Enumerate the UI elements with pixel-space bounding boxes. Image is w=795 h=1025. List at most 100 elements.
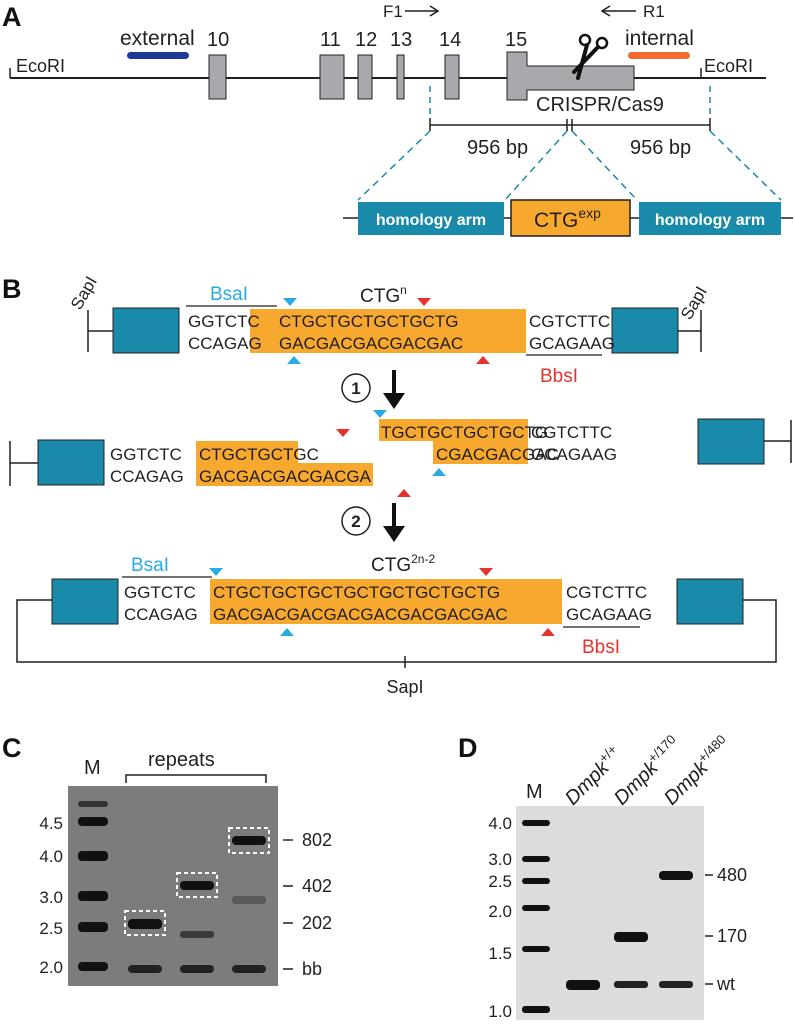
homology-arm-right	[639, 202, 781, 235]
repeats-bracket	[125, 774, 267, 783]
sapi-left-label: SapI	[67, 273, 101, 313]
cut-site-red-mid-1	[336, 429, 350, 437]
cut-site-red-top-2	[476, 356, 490, 364]
gel-d-band-wt	[566, 980, 600, 990]
gel-d-band-480	[659, 871, 693, 880]
primer-r1-arrow	[600, 5, 636, 17]
ctg-n-label: CTGn	[360, 283, 407, 307]
gel-c-ladder-band	[78, 801, 108, 807]
gel-c-ladder-3-0: 3.0	[39, 888, 63, 907]
bp-right-label: 956 bp	[630, 137, 691, 159]
construct-top	[87, 307, 702, 354]
cut-site-cyan-bottom-1	[209, 568, 223, 576]
cut-site-cyan-mid-1	[373, 410, 387, 418]
seq-top-l2-left: CCAGAG	[188, 334, 262, 353]
scissors-icon	[572, 33, 609, 80]
exon-14	[444, 54, 460, 100]
gel-c-band-802	[232, 836, 266, 845]
seq-midright-l2-orange: CGACGACGAC	[436, 445, 559, 464]
repeats-label: repeats	[148, 749, 215, 771]
sapi-bottom-label: SapI	[386, 677, 423, 697]
fragment-right	[379, 418, 792, 465]
gel-c-label-202: 202	[302, 913, 332, 933]
gel-d-marker-label: M	[526, 781, 543, 803]
internal-probe	[628, 52, 690, 59]
step-2-arrow-icon	[383, 503, 405, 542]
gel-c-label-802: 802	[302, 830, 332, 850]
gel-d-band-wt	[614, 981, 648, 988]
gel-d-label-170: 170	[717, 926, 747, 946]
construct-bottom	[16, 578, 777, 668]
seq-bottom-l2-right: GCAGAAG	[566, 605, 652, 624]
gel-c-band-202	[128, 919, 162, 929]
seq-bottom-l2-left: CCAGAG	[124, 605, 198, 624]
step-1-circle	[341, 373, 371, 403]
exon-12	[357, 54, 373, 100]
gel-d-ladder-band	[522, 905, 550, 911]
gel-c-label-bb: bb	[302, 959, 322, 979]
external-probe-label: external	[120, 27, 195, 50]
gel-c-ladder-band	[78, 922, 108, 932]
exon-label-11: 11	[320, 29, 341, 51]
seq-top-l2-orange: GACGACGACGACGAC	[279, 334, 463, 353]
gel-d-ladder-band	[522, 946, 550, 952]
seq-midleft-l2-orange: GACGACGACGACGA	[199, 467, 372, 486]
exon-10	[208, 54, 227, 100]
crispr-label: CRISPR/Cas9	[536, 94, 664, 116]
gel-c-bands	[78, 801, 266, 973]
gel-d-ladder-1-0: 1.0	[488, 1002, 512, 1021]
seq-midright-l1-orange: TGCTGCTGCTGCTG	[381, 423, 548, 442]
gel-d-ladder-3-0: 3.0	[488, 850, 512, 869]
gel-c-ladder-2-0: 2.0	[39, 958, 63, 977]
cut-site-red-bottom-1	[479, 568, 493, 576]
panel-label-d: D	[458, 733, 478, 763]
cut-site-red-top-1	[417, 298, 431, 306]
gel-c-ladder-band	[78, 817, 108, 826]
primer-f1-label: F1	[383, 2, 403, 21]
seq-bottom-l1-right: CGTCTTC	[566, 583, 647, 602]
seq-midleft-l2-left: CCAGAG	[110, 467, 184, 486]
ctg-exp-label: CTGexp	[534, 205, 601, 232]
gel-c-ladder-4-0: 4.0	[39, 847, 63, 866]
exon-11	[319, 54, 345, 100]
sapi-right-label: SapI	[677, 283, 711, 323]
seq-midright-l2-right: GCAGAAG	[531, 445, 617, 464]
internal-probe-label: internal	[625, 27, 694, 50]
gel-d-ladder-band	[522, 820, 550, 826]
gel-d-ladder-band	[522, 856, 550, 862]
bsai-label-bottom: BsaI	[131, 555, 169, 576]
fragment-left	[9, 439, 373, 486]
gel-d-ladder-band	[522, 878, 550, 884]
seq-top-l1-orange: CTGCTGCTGCTGCTG	[279, 312, 458, 331]
exon-13	[396, 54, 405, 100]
cut-site-cyan-mid-2	[432, 468, 446, 476]
cut-site-cyan-top-2	[287, 356, 301, 364]
panel-label-b: B	[2, 274, 22, 304]
ecori-left-label: EcoRI	[16, 56, 65, 76]
exon-label-12: 12	[355, 29, 377, 51]
seq-top-l1-right: CGTCTTC	[529, 312, 610, 331]
gel-c-band-bb	[180, 965, 214, 973]
external-probe	[127, 52, 189, 59]
gel-d-label-wt: wt	[716, 974, 735, 994]
gel-c-ladder-band	[78, 851, 108, 861]
seq-top-l2-right: GCAGAAG	[529, 334, 615, 353]
bbsi-label-bottom: BbsI	[582, 637, 620, 658]
exon-label-14: 14	[439, 29, 461, 51]
exon-label-15: 15	[505, 29, 527, 51]
bsai-label-top: BsaI	[210, 284, 248, 305]
gel-c-band-bb	[232, 965, 266, 973]
seq-midright-l1-right: CGTCTTC	[531, 423, 612, 442]
exon-15	[506, 51, 635, 101]
gel-d-ladder-1-5: 1.5	[488, 944, 512, 963]
ctg-exp-box	[510, 199, 631, 237]
homology-arm-left	[358, 202, 504, 235]
step-1-number: 1	[351, 379, 360, 398]
step-1-arrow-icon	[383, 370, 405, 409]
zoom-line-mid-left	[504, 130, 568, 201]
homology-arm-left-label: homology arm	[376, 212, 486, 229]
gel-c-band-bb	[128, 965, 162, 973]
ecori-right-label: EcoRI	[704, 56, 753, 76]
gel-d-ladder-4-0: 4.0	[488, 814, 512, 833]
gel-c-highlight-boxes	[124, 827, 270, 936]
